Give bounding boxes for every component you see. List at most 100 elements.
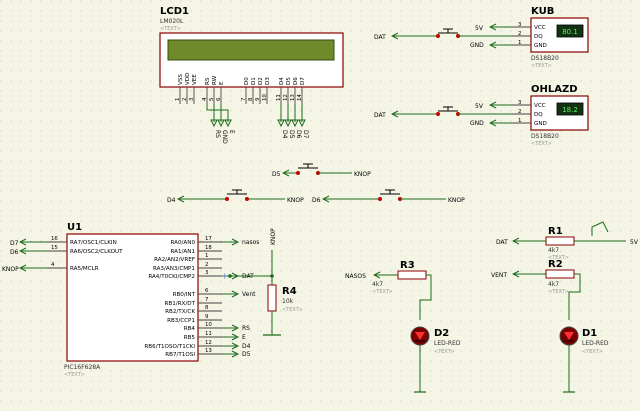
lcd-pin-name: D3: [265, 77, 271, 85]
mcu-right-net: Vent: [242, 291, 256, 298]
sensor-kub-pin-gnd: GND: [534, 43, 547, 49]
mcu-right-pin-number: 12: [205, 340, 212, 346]
lcd-wire: [220, 104, 229, 122]
sensor-ohlazd[interactable]: OHLAZD VCC DQ GND 18.2 DS18B20 <TEXT> 3 …: [518, 84, 589, 147]
led-d2[interactable]: D2 LED-RED <TEXT>: [410, 326, 461, 393]
lcd-screen: [167, 39, 335, 61]
lcd-pin-name: D1: [251, 77, 257, 85]
mcu-text: <TEXT>: [64, 372, 85, 378]
lcd-pin-number: 2: [182, 98, 188, 101]
mcu-component[interactable]: U1 PIC16F628A <TEXT> RA7/OSC1/CLKIN16D7R…: [2, 222, 274, 378]
lcd-pin-number: 5: [209, 98, 215, 101]
r3-net: NASOS: [345, 273, 366, 280]
lcd-pin-number: 8: [248, 97, 254, 101]
lcd-pin-name: VDD: [185, 73, 191, 85]
lcd-net-label: RS: [214, 130, 221, 138]
mcu-right-pin-name: RB0/INT: [173, 292, 196, 298]
button-ohlazd[interactable]: [428, 106, 470, 116]
mcu-left-pin-name: RA5/MCLR: [70, 266, 99, 272]
mcu-right-pin-name: RB7/T1OSI: [165, 352, 195, 358]
r1-text: <TEXT>: [548, 255, 569, 261]
sensor-ohlazd-num-1: 1: [518, 118, 521, 124]
sensor-ohlazd-net-gnd: GND: [470, 120, 484, 127]
resistor-r1[interactable]: DAT R1 4k7 <TEXT> 5V: [496, 221, 639, 261]
lcd-wire: [206, 104, 215, 122]
mcu-right-pin-name: RA4/T0CKI/CMP2: [148, 274, 195, 280]
mcu-left-pin-name: RA6/OSC2/CLKOUT: [70, 249, 123, 255]
d2-model: LED-RED: [434, 340, 461, 347]
button-d4[interactable]: D4 KNOP: [167, 189, 304, 204]
sensor-ohlazd-net-5v: 5V: [475, 103, 484, 110]
lcd-net-label: D7: [302, 130, 309, 139]
mcu-right-net: RS: [242, 325, 250, 332]
lcd-text: <TEXT>: [160, 26, 181, 32]
lcd-net-label: GND: [221, 130, 228, 144]
button-d5[interactable]: D5 KNOP: [272, 163, 371, 178]
led-d1[interactable]: D1 LED-RED <TEXT>: [559, 326, 609, 393]
sensor-kub-num-1: 1: [518, 40, 521, 46]
sensor-ohlazd-reading: 18.2: [562, 106, 578, 114]
lcd-pin-number: 12: [283, 94, 289, 101]
mcu-left-pin-name: RA7/OSC1/CLKIN: [70, 240, 117, 246]
sensor-kub-num-2: 2: [518, 31, 521, 37]
mcu-right-pin-number: 13: [205, 348, 212, 354]
button-d6-net: KNOP: [448, 197, 465, 204]
mcu-right-pin-name: RB5: [184, 335, 196, 341]
sensor-kub-net-dat: DAT: [374, 34, 386, 41]
sensor-kub-wiring: 5V GND DAT: [374, 25, 531, 49]
mcu-right-pin-number: 8: [205, 305, 209, 311]
r2-net: VENT: [491, 272, 507, 279]
r1-net-right: 5V: [630, 239, 639, 246]
sensor-ohlazd-model: DS18B20: [531, 133, 559, 140]
lcd-pin-number: 7: [241, 98, 247, 101]
r2-body: [545, 269, 575, 279]
lcd-pin-name: RS: [205, 77, 211, 85]
button-kub[interactable]: [428, 28, 470, 38]
lcd-pin-number: 13: [290, 94, 296, 101]
mcu-right-net: nasos: [242, 239, 259, 246]
mcu-right-pin-number: 11: [205, 331, 212, 337]
r4-ref: R4: [282, 286, 297, 297]
mcu-right-pin-name: RB2/TX/CK: [165, 309, 195, 315]
r4-text: <TEXT>: [282, 307, 303, 313]
mcu-left-net: KNOP: [2, 266, 19, 273]
mcu-left-pin-number: 15: [51, 245, 58, 251]
mcu-right-pin-name: RA3/AN3/CMP1: [153, 266, 195, 272]
r3-text: <TEXT>: [372, 289, 393, 295]
d1-model: LED-RED: [582, 340, 609, 347]
mcu-right-pin-name: RB1/RX/DT: [165, 301, 196, 307]
mcu-right-pin-name: RA0/AN0: [171, 240, 196, 246]
lcd-pin-number: 4: [202, 97, 208, 101]
mcu-right-net: D5: [242, 351, 251, 358]
mcu-model: PIC16F628A: [64, 364, 101, 371]
sensor-kub-display: [556, 24, 584, 38]
sensor-kub-num-3: 3: [518, 22, 521, 28]
lcd-pin-number: 3: [189, 98, 195, 101]
button-d6[interactable]: D6 KNOP: [312, 189, 465, 204]
sensor-ohlazd-pin-gnd: GND: [534, 121, 547, 127]
r3-body: [397, 270, 427, 280]
mcu-right-pin-number: 7: [205, 297, 208, 303]
lcd-pin-name: D5: [286, 77, 292, 85]
r4-body: [267, 284, 277, 312]
lcd-net-label: D4: [281, 130, 288, 139]
sensor-ohlazd-num-2: 2: [518, 109, 521, 115]
mcu-right-pin-number: 3: [205, 270, 208, 276]
lcd-pin-name: D7: [300, 77, 306, 85]
lcd-net-label: D6: [295, 130, 302, 139]
resistor-r2[interactable]: VENT R2 4k7 <TEXT>: [491, 259, 581, 320]
mcu-right-pin-name: RB3/CCP1: [167, 318, 195, 324]
mcu-right-pin-number: 18: [205, 245, 212, 251]
resistor-r4[interactable]: KNOP R4 10k <TEXT>: [263, 228, 303, 336]
resistor-r3[interactable]: NASOS R3 4k7 <TEXT>: [345, 260, 432, 320]
mcu-body: [66, 233, 199, 362]
d1-ref: D1: [582, 328, 597, 339]
sensor-ohlazd-text: <TEXT>: [531, 141, 552, 147]
sensor-ohlazd-num-3: 3: [518, 100, 521, 106]
d2-text: <TEXT>: [434, 349, 455, 355]
sensor-ohlazd-name: OHLAZD: [531, 84, 578, 95]
sensor-kub[interactable]: KUB VCC DQ GND 80.1 DS18B20 <TEXT> 3 2 1: [518, 6, 589, 69]
mcu-right-pin-number: 2: [205, 262, 208, 268]
lcd-component[interactable]: LCD1 LM020L <TEXT> VSS1VDD2VEE3RS4RW5E6D…: [159, 6, 344, 144]
button-d4-net: KNOP: [287, 197, 304, 204]
